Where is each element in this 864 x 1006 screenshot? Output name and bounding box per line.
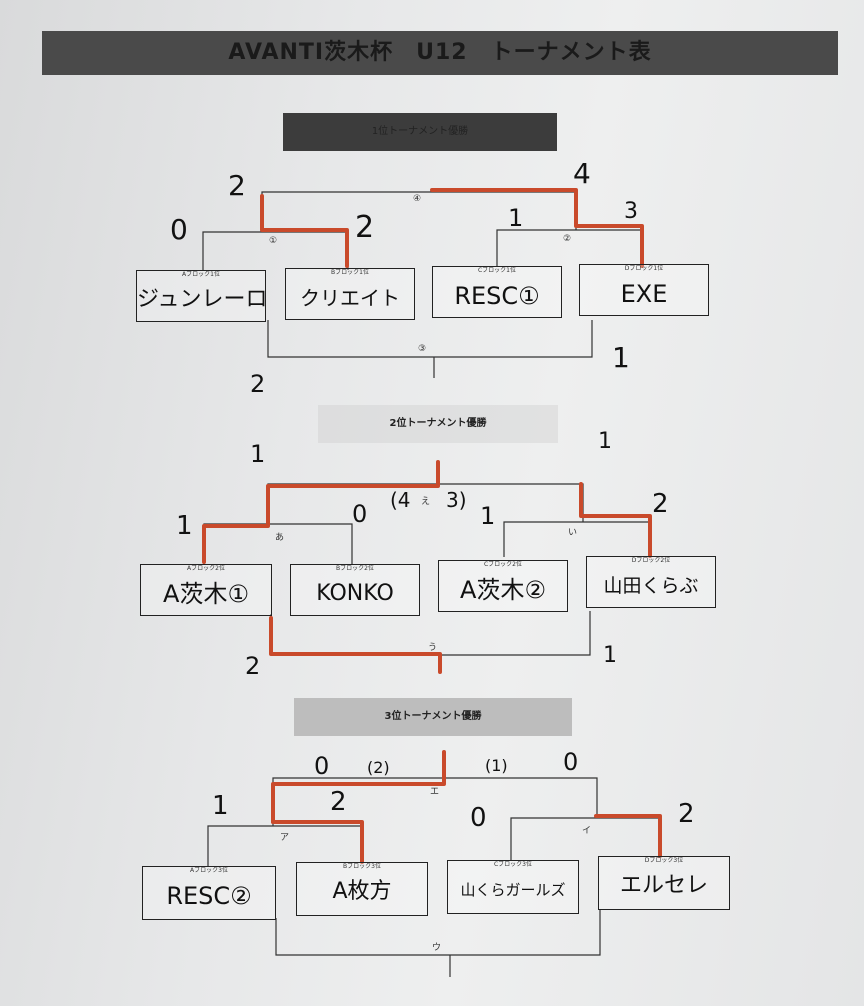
team-box: Aブロック2位 A茨木① [140, 564, 272, 616]
match-label: ③ [418, 344, 427, 354]
team-name: RESC① [454, 282, 540, 310]
page-title: AVANTI茨木杯 U12 トーナメント表 [42, 31, 838, 75]
team-block-label: Bブロック1位 [331, 269, 369, 276]
section-2-label: 2位トーナメント優勝 [318, 405, 558, 443]
score: 2 [245, 652, 261, 680]
team-block-label: Aブロック1位 [182, 271, 220, 278]
score: 1 [598, 429, 612, 454]
s3-bracket-third [275, 910, 601, 956]
match-label: ④ [413, 194, 422, 204]
team-box: Bブロック1位 クリエイト [285, 268, 415, 320]
team-box: Bブロック3位 A枚方 [296, 862, 428, 916]
score: 2 [355, 210, 375, 245]
team-name: RESC② [166, 882, 252, 910]
score: 1 [212, 791, 229, 821]
score: 0 [170, 213, 188, 246]
team-box: Aブロック3位 RESC② [142, 866, 276, 920]
score: 1 [603, 643, 617, 668]
team-block-label: Dブロック1位 [624, 265, 664, 272]
score: (4 [390, 488, 411, 512]
score: (2) [367, 758, 390, 777]
score: 2 [652, 489, 669, 519]
team-box: Aブロック1位 ジュンレーロ [136, 270, 268, 322]
score: 0 [314, 752, 330, 780]
match-label: ② [563, 234, 572, 244]
score: 2 [250, 370, 266, 398]
score: 1 [508, 204, 524, 232]
team-name: A茨木② [460, 576, 546, 604]
team-block-label: Cブロック2位 [483, 561, 522, 568]
s2-red-path-1 [202, 460, 440, 564]
score: 0 [563, 748, 579, 776]
team-name: クリエイト [300, 286, 400, 310]
match-label: イ [582, 826, 592, 836]
s1-red-path-1 [260, 194, 349, 268]
score: 2 [330, 787, 347, 817]
score: 3) [446, 488, 467, 512]
team-name: KONKO [316, 581, 394, 606]
team-name: 山田くらぶ [603, 575, 699, 597]
section-3-label: 3位トーナメント優勝 [294, 698, 572, 736]
score: 2 [228, 169, 246, 202]
team-box: Cブロック2位 A茨木② [438, 560, 568, 612]
match-label: え [421, 497, 431, 507]
team-name: EXE [620, 280, 668, 308]
team-block-label: Cブロック3位 [493, 861, 532, 868]
score: 2 [678, 799, 695, 829]
team-name: 山くらガールズ [460, 881, 566, 899]
team-block-label: Aブロック3位 [190, 867, 228, 874]
team-block-label: Bブロック2位 [336, 565, 374, 572]
match-label: ア [280, 833, 290, 843]
match-label: あ [275, 533, 285, 543]
match-label: う [428, 643, 438, 653]
team-name: エルセレ [619, 873, 708, 898]
team-name: ジュンレーロ [137, 287, 268, 312]
score: 0 [352, 500, 368, 528]
s3-red-path-1 [271, 750, 446, 824]
s3-red-path-3 [594, 814, 662, 858]
score: (1) [485, 756, 508, 775]
team-block-label: Bブロック3位 [343, 863, 381, 870]
s1-red-path-2 [430, 188, 644, 268]
s2-red-path-2 [579, 482, 652, 558]
team-block-label: Dブロック2位 [631, 557, 671, 564]
score: 1 [480, 502, 496, 530]
match-label: ① [269, 236, 278, 246]
team-box: Dブロック2位 山田くらぶ [586, 556, 716, 608]
score: 3 [624, 199, 638, 224]
team-name: A茨木① [163, 580, 249, 608]
s1-bracket-third [267, 320, 593, 358]
team-block-label: Dブロック3位 [644, 857, 684, 864]
team-block-label: Cブロック1位 [477, 267, 516, 274]
score: 0 [470, 803, 487, 833]
team-box: Bブロック2位 KONKO [290, 564, 420, 616]
match-label: エ [430, 787, 440, 797]
score: 1 [250, 440, 266, 468]
team-name: A枚方 [332, 879, 392, 904]
team-box: Dブロック3位 エルセレ [598, 856, 730, 910]
score: 1 [612, 341, 630, 374]
s2-red-path-3 [269, 616, 442, 674]
match-label: ウ [432, 943, 442, 953]
team-block-label: Aブロック2位 [187, 565, 225, 572]
section-1-label: 1位トーナメント優勝 [283, 113, 557, 151]
team-box: Cブロック1位 RESC① [432, 266, 562, 318]
score: 4 [573, 157, 591, 190]
team-box: Dブロック1位 EXE [579, 264, 709, 316]
team-box: Cブロック3位 山くらガールズ [447, 860, 579, 914]
s3-red-path-2 [271, 820, 364, 864]
match-label: い [568, 528, 578, 538]
score: 1 [176, 511, 193, 541]
